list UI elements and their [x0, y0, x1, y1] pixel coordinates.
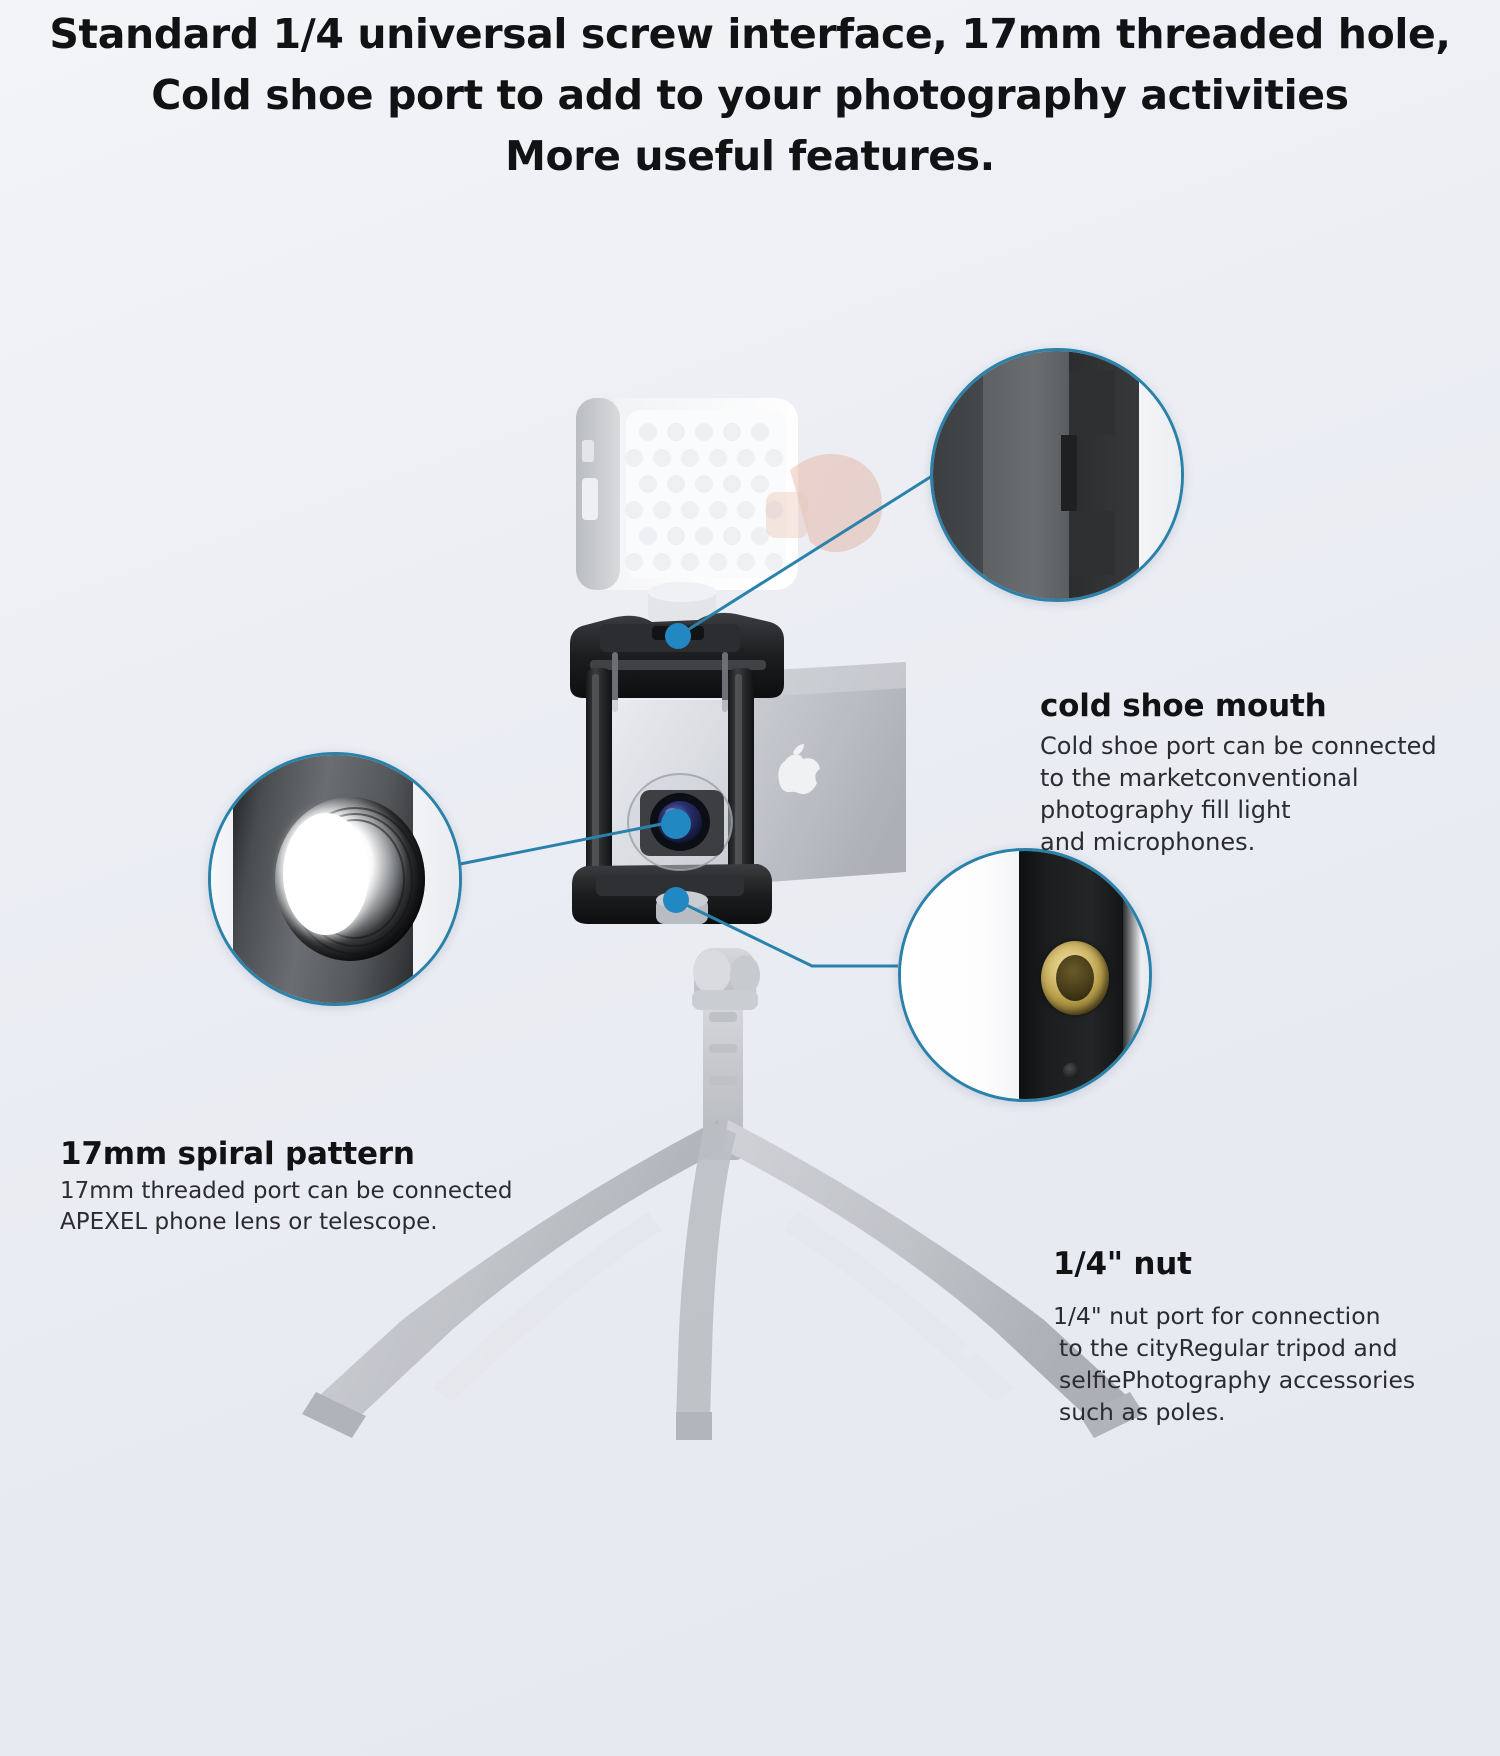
cold-shoe-body-line-2: to the marketconventional — [1040, 764, 1359, 792]
callout-circle-spiral-pattern — [208, 752, 462, 1006]
callout-title-quarter-nut: 1/4" nut — [1053, 1246, 1192, 1282]
side-arm — [766, 454, 883, 553]
phone-clamp — [570, 612, 784, 924]
callout-body-quarter-nut: 1/4" nut port for connection to the city… — [1053, 1300, 1483, 1428]
nut-body-line-4: such as poles. — [1059, 1398, 1226, 1426]
tripod — [302, 948, 1144, 1440]
nut-body-line-2: to the cityRegular tripod and — [1059, 1334, 1398, 1362]
cold-shoe-body-line-1: Cold shoe port can be connected — [1040, 732, 1437, 760]
callout-text-quarter-nut: 1/4" nut 1/4" nut port for connection to… — [1053, 1246, 1483, 1428]
leader-dot-spiral — [661, 809, 691, 839]
leader-dot-cold-shoe — [665, 623, 691, 649]
callout-title-cold-shoe: cold shoe mouth — [1040, 688, 1327, 724]
callout-text-spiral-pattern: 17mm spiral pattern 17mm threaded port c… — [60, 1136, 530, 1238]
headline-line-2: Cold shoe port to add to your photograph… — [151, 71, 1349, 119]
callout-circle-cold-shoe — [930, 348, 1184, 602]
cold-shoe-body-line-3: photography fill light — [1040, 796, 1291, 824]
quarter-nut-zoom-image — [901, 851, 1149, 1099]
nut-body-line-3: selfiePhotography accessories — [1059, 1366, 1416, 1394]
leader-dot-nut — [663, 887, 689, 913]
leader-dots — [661, 623, 691, 913]
cold-shoe-zoom-image — [933, 351, 1181, 599]
callout-circle-quarter-nut — [898, 848, 1152, 1102]
callout-body-spiral-pattern: 17mm threaded port can be connected APEX… — [60, 1176, 530, 1238]
spiral-thread-zoom-image — [211, 755, 459, 1003]
cold-shoe-body-line-4: and microphones. — [1040, 828, 1256, 856]
callout-title-spiral-pattern: 17mm spiral pattern — [60, 1136, 415, 1172]
page-headline: Standard 1/4 universal screw interface, … — [0, 4, 1500, 187]
headline-line-3: More useful features. — [505, 132, 995, 180]
callout-text-cold-shoe: cold shoe mouth Cold shoe port can be co… — [1040, 688, 1460, 858]
spiral-body-line-2: APEXEL phone lens or telescope. — [60, 1209, 438, 1235]
callout-body-cold-shoe: Cold shoe port can be connected to the m… — [1040, 730, 1460, 858]
leader-lines — [449, 474, 933, 968]
headline-line-1: Standard 1/4 universal screw interface, … — [49, 10, 1451, 58]
led-fill-light — [576, 398, 798, 622]
spiral-body-line-1: 17mm threaded port can be connected — [60, 1178, 513, 1204]
nut-body-line-1: 1/4" nut port for connection — [1053, 1302, 1381, 1330]
